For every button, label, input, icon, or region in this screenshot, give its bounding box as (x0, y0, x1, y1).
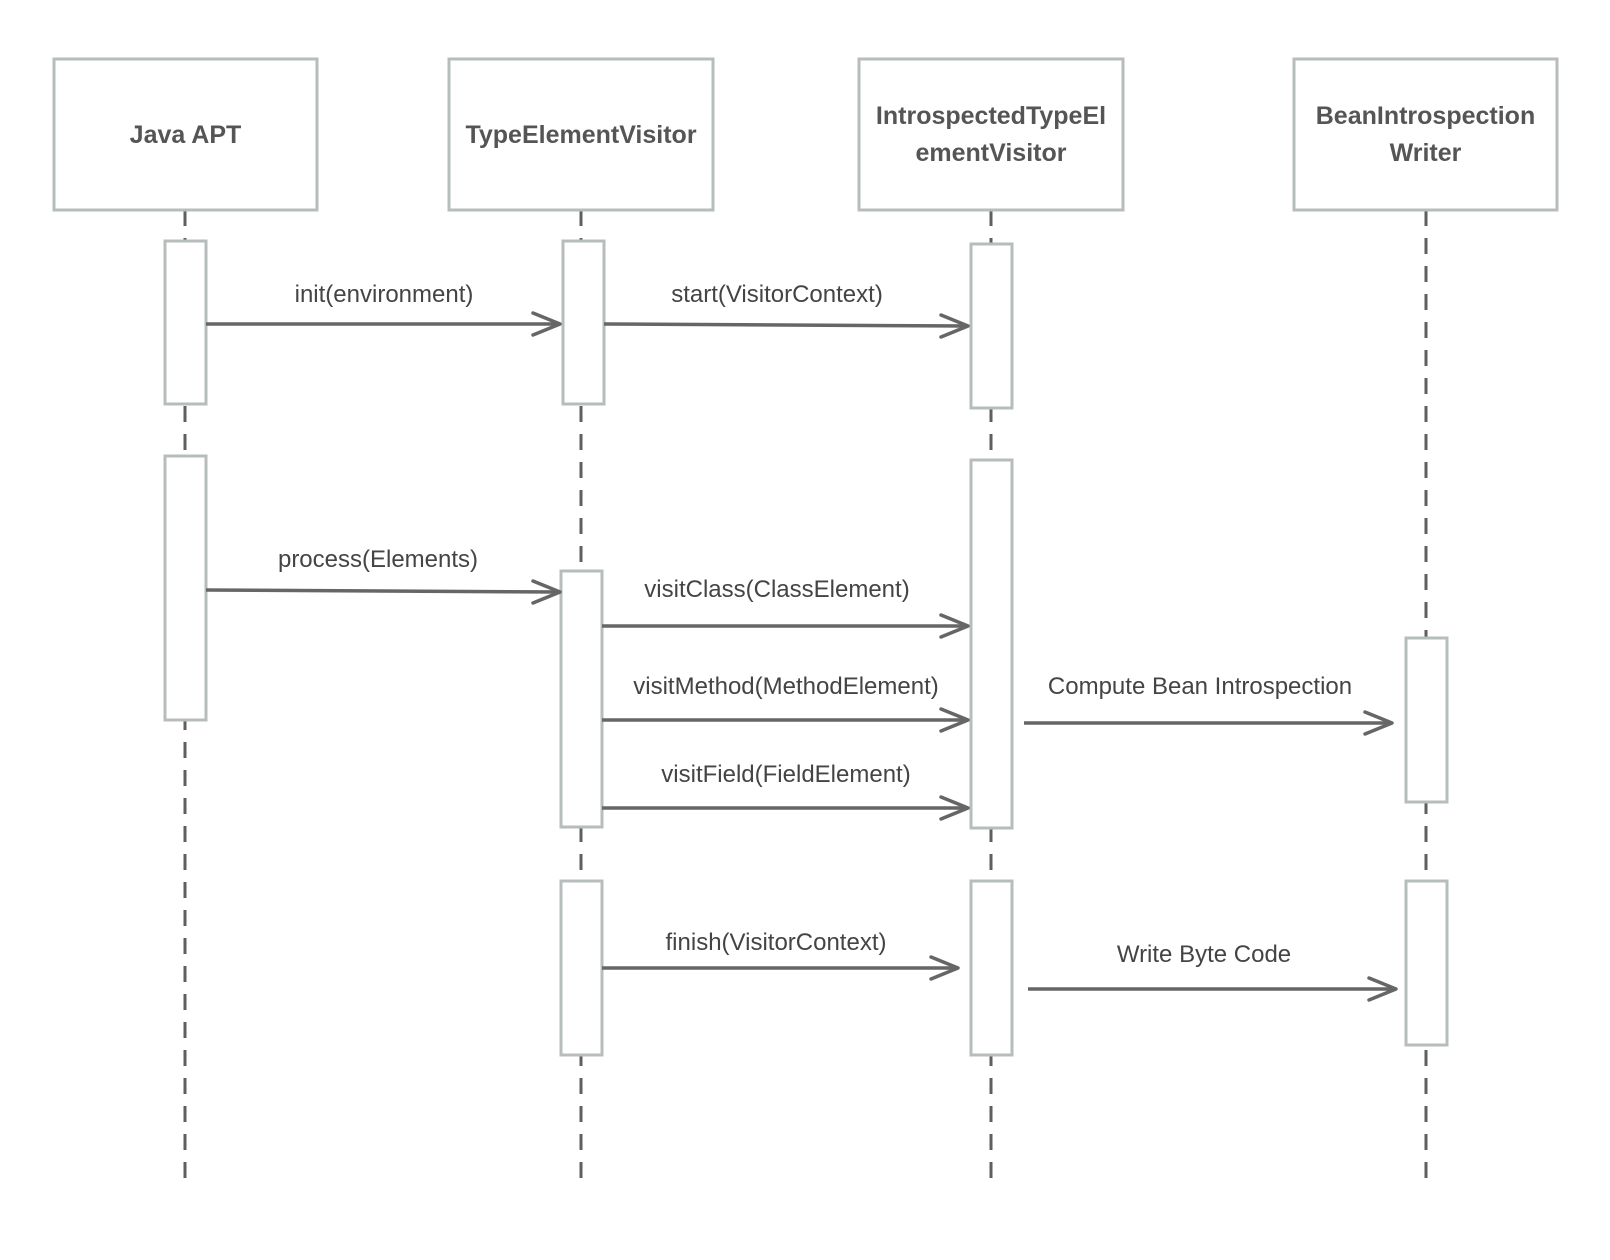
participant-label-line-1: IntrospectedTypeEl (876, 102, 1106, 130)
message-visit-method: visitMethod(MethodElement) (602, 673, 970, 733)
svg-text:start(VisitorContext): start(VisitorContext) (671, 281, 883, 308)
svg-text:BeanIntrospection: BeanIntrospection (1316, 102, 1535, 130)
message-label: finish(VisitorContext) (666, 929, 887, 956)
message-visit-class: visitClass(ClassElement) (602, 576, 970, 639)
message-label: visitField(FieldElement) (661, 761, 910, 788)
participant-label-line-2: ementVisitor (916, 139, 1067, 167)
activation-bar (561, 239, 606, 406)
message-finish: finish(VisitorContext) (602, 929, 960, 981)
activation-bar (1404, 879, 1449, 1047)
svg-text:process(Elements): process(Elements) (278, 546, 478, 573)
message-label: visitClass(ClassElement) (644, 576, 909, 603)
svg-text:visitClass(ClassElement): visitClass(ClassElement) (644, 576, 909, 603)
message-label: Compute Bean Introspection (1048, 673, 1352, 700)
svg-text:visitMethod(MethodElement): visitMethod(MethodElement) (633, 673, 938, 700)
activation-bar (559, 879, 604, 1057)
participant-bean-introspection-writer: BeanIntrospection Writer (1292, 57, 1559, 212)
message-visit-field: visitField(FieldElement) (602, 761, 970, 821)
activation-bar (163, 239, 208, 406)
message-label: start(VisitorContext) (671, 281, 883, 308)
activation-bar (559, 569, 604, 829)
message-label: visitMethod(MethodElement) (633, 673, 938, 700)
message-label: process(Elements) (278, 546, 478, 573)
message-compute: Compute Bean Introspection (1024, 673, 1394, 736)
message-process: process(Elements) (205, 546, 562, 605)
participant-label-line-1: BeanIntrospection (1316, 102, 1535, 130)
svg-text:Write Byte Code: Write Byte Code (1117, 941, 1291, 968)
svg-text:visitField(FieldElement): visitField(FieldElement) (661, 761, 910, 788)
activation-bar (1404, 636, 1449, 804)
participant-label: Java APT (130, 121, 242, 149)
svg-text:finish(VisitorContext): finish(VisitorContext) (666, 929, 887, 956)
participant-introspected-type-element-visitor: IntrospectedTypeEl ementVisitor (857, 57, 1125, 212)
svg-text:init(environment): init(environment) (295, 281, 474, 308)
message-write: Write Byte Code (1028, 941, 1398, 1002)
message-start: start(VisitorContext) (603, 281, 970, 339)
activation-bar (969, 879, 1014, 1057)
svg-text:Writer: Writer (1390, 139, 1462, 167)
svg-text:IntrospectedTypeEl: IntrospectedTypeEl (876, 102, 1106, 130)
activation-bar (969, 458, 1014, 830)
message-label: init(environment) (295, 281, 474, 308)
participant-java-apt: Java APT (52, 57, 319, 212)
svg-text:Java APT: Java APT (130, 121, 242, 149)
message-init: init(environment) (206, 281, 562, 337)
svg-text:Compute Bean Introspection: Compute Bean Introspection (1048, 673, 1352, 700)
activation-bar (163, 454, 208, 722)
participant-label: TypeElementVisitor (465, 121, 696, 149)
activation-bar (969, 242, 1014, 410)
svg-text:TypeElementVisitor: TypeElementVisitor (465, 121, 696, 149)
participant-type-element-visitor: TypeElementVisitor (447, 57, 715, 212)
svg-text:ementVisitor: ementVisitor (916, 139, 1067, 167)
message-label: Write Byte Code (1117, 941, 1291, 968)
participant-label-line-2: Writer (1390, 139, 1462, 167)
